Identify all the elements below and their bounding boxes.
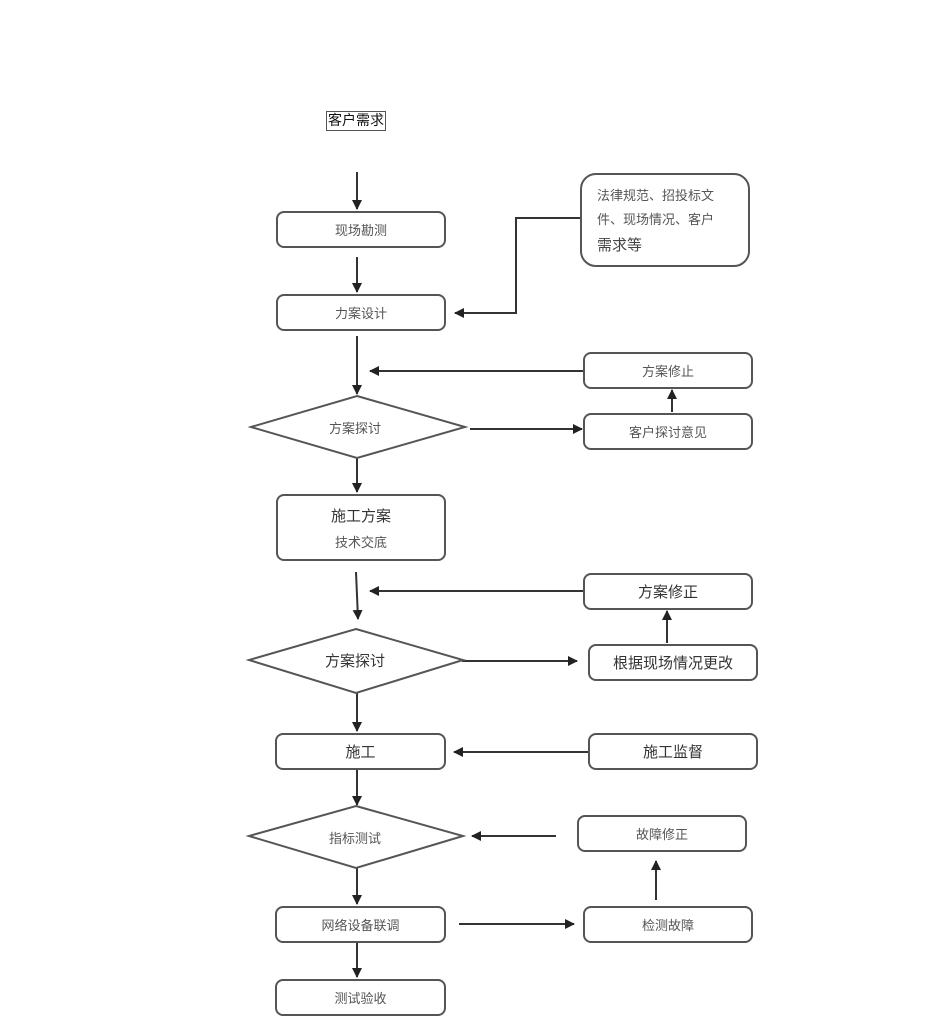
arrow-inputs-to-design: [454, 217, 580, 318]
step-acceptance-label: 测试验收: [334, 992, 387, 1007]
arrow-plan-to-review2: [352, 571, 363, 620]
side-supervision-label: 施工监督: [642, 743, 703, 761]
side-fault-fix-label: 故障修正: [635, 828, 688, 843]
step-construction-plan: 施工方案 技术交底: [276, 494, 446, 561]
side-revise-1-label: 方案修止: [641, 365, 694, 380]
side-client-feedback-label: 客户探讨意见: [628, 426, 707, 441]
side-supervision: 施工监督: [588, 733, 758, 770]
side-client-feedback: 客户探讨意见: [583, 413, 753, 450]
decision-review1-shape: [247, 394, 469, 460]
step-site-survey-label: 现场勘测: [334, 224, 387, 239]
decision-review1-label: 方案探讨: [328, 422, 381, 437]
decision-test-shape: [245, 804, 467, 870]
step-design: 力案设计: [276, 294, 446, 331]
side-fault-fix: 故障修正: [577, 815, 747, 852]
side-fault-detect-label: 检测故障: [641, 919, 694, 934]
step-site-survey: 现场勘测: [276, 211, 446, 248]
side-site-change: 根据现场情况更改: [588, 644, 758, 681]
side-revise-1: 方案修止: [583, 352, 753, 389]
start-node-customer-needs: 客户需求: [326, 111, 386, 131]
decision-review2-label: 方案探讨: [324, 652, 385, 670]
decision-test-label: 指标测试: [328, 832, 381, 847]
step-construction-plan-label: 施工方案: [330, 506, 391, 525]
inputs-line-2: 件、现场情况、客户: [597, 213, 715, 228]
side-revise-2: 方案修正: [583, 573, 753, 610]
step-network-debug-label: 网络设备联调: [321, 919, 400, 934]
inputs-line-1: 法律规范、招投标文: [597, 189, 715, 204]
side-revise-2-label: 方案修正: [637, 583, 698, 601]
inputs-box: 法律规范、招投标文 件、现场情况、客户 需求等: [580, 173, 750, 267]
step-construction-label: 施工: [345, 743, 376, 761]
step-network-debug: 网络设备联调: [275, 906, 446, 943]
step-tech-briefing-label: 技术交底: [334, 535, 387, 551]
step-acceptance: 测试验收: [275, 979, 446, 1016]
side-fault-detect: 检测故障: [583, 906, 753, 943]
step-design-label: 力案设计: [334, 307, 387, 322]
decision-review2-shape: [245, 627, 467, 695]
step-construction: 施工: [275, 733, 446, 770]
inputs-line-3: 需求等: [597, 236, 643, 254]
side-site-change-label: 根据现场情况更改: [612, 654, 733, 672]
